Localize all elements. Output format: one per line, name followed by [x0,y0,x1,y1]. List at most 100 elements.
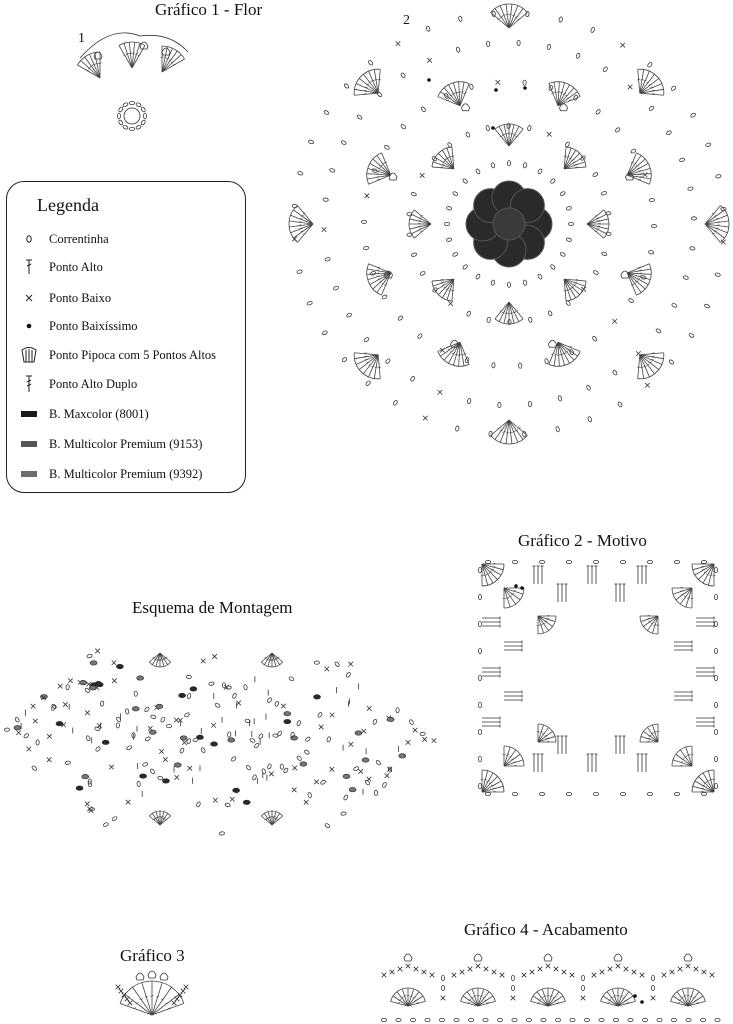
chain-stitch [87,781,92,788]
mini-flower [179,735,188,741]
stitch-fan [490,419,528,445]
chain-stitch [593,270,599,275]
chain-stitch [550,264,556,270]
chain-stitch [575,52,581,59]
chain-stitch [361,219,368,224]
stitch-fan [586,209,610,239]
direction-arrow [79,32,141,59]
stitch-fan [353,68,381,96]
single-crochet-stitch [510,995,516,1001]
chain-stitch [86,653,93,659]
single-crochet-stitch [212,653,218,660]
chain-stitch [438,1018,445,1023]
stitch-fan [563,146,587,170]
chain-stitch [478,701,483,708]
legend-item: Ponto Pipoca com 5 Pontos Altos [17,346,216,364]
chain-stitch [568,221,575,226]
popcorn-stitch [139,41,149,50]
chain-stitch [554,1017,561,1022]
single-crochet-stitch [591,972,597,978]
single-crochet-stitch [580,995,586,1001]
single-crochet-stitch [421,969,427,975]
chain-stitch [368,60,374,66]
chain-stitch [565,206,572,211]
chain-stitch [569,1017,576,1022]
chain-stitch [425,25,431,32]
stitch-fan [639,723,660,743]
single-crochet-stitch [32,718,38,724]
chart3-title: Gráfico 3 [120,946,185,965]
chain-stitch [478,648,483,655]
chain-stitch [670,85,677,91]
chain-stitch [478,782,483,789]
stitch-fan [431,278,455,302]
chain-stitch [341,357,348,363]
popcorn-stitch-icon [17,346,41,364]
chain-stitch [214,703,221,708]
stitch-fan [437,81,470,107]
chain-stitch [713,782,718,789]
chain-stitch [184,712,190,718]
single-crochet-stitch [693,966,699,972]
single-crochet-stitch [384,773,390,779]
chain-stitch [569,349,574,355]
chain-stitch [196,801,201,808]
chain-stitch [446,206,453,211]
chain-stitch [690,112,696,118]
chain-stitch [713,594,718,601]
chain-stitch [641,1017,648,1022]
single-crochet-stitch [229,796,235,802]
chain-stitch [539,792,546,797]
chain-stitch [222,682,227,689]
legend-item-label: Ponto Pipoca com 5 Pontos Altos [49,347,217,362]
chain-stitch [485,559,491,564]
stitch-fan [366,152,392,185]
chain-stitch [565,237,572,242]
chain-stitch [478,755,483,762]
chain-stitch [612,1017,619,1022]
chain-stitch [283,767,289,774]
chain-stitch [478,594,483,601]
chain-stitch [701,791,708,796]
stitch-fan [671,586,694,609]
chain-stitch [452,252,459,257]
single-crochet-stitch [599,969,605,975]
chain-stitch [713,755,718,762]
chain-stitch [224,802,231,808]
legend-item: B. Maxcolor (8001) [17,405,149,423]
chain-stitch [31,765,37,771]
chain-stitch [522,162,528,169]
chain-stitch [400,124,406,130]
chain-stitch [411,252,417,257]
chain-stitch [496,1018,503,1023]
single-crochet-stitch [440,995,446,1001]
chain-stitch [308,139,314,145]
mini-flower [348,787,357,793]
single-crochet-stitch [661,972,667,978]
chain-stitch [458,15,463,22]
mini-flower [116,664,124,670]
popcorn-stitch [403,953,413,962]
single-crochet-stitch [162,756,168,763]
chain-stitch [14,716,20,723]
mini-flower [313,694,321,700]
chain-stitch [615,127,621,133]
single-crochet-stitch [644,382,651,388]
single-crochet-stitch [348,661,354,667]
chain-stitch [687,186,694,191]
stitch-fan [502,586,525,609]
chain-stitch [455,425,460,432]
single-crochet-stitch [30,703,36,709]
single-crochet-stitch [413,966,419,972]
chain-stitch [592,172,599,177]
chain-stitch [564,141,570,148]
chain-stitch [648,250,655,255]
chain-stitch [329,168,336,173]
stitch-fan [118,41,146,69]
chain-stitch [84,687,90,693]
chain-stitch [333,285,339,291]
stitch-fan [563,278,587,302]
single-crochet-stitch [124,996,130,1002]
chain-stitch [507,281,512,288]
popcorn-stitch [559,103,568,112]
